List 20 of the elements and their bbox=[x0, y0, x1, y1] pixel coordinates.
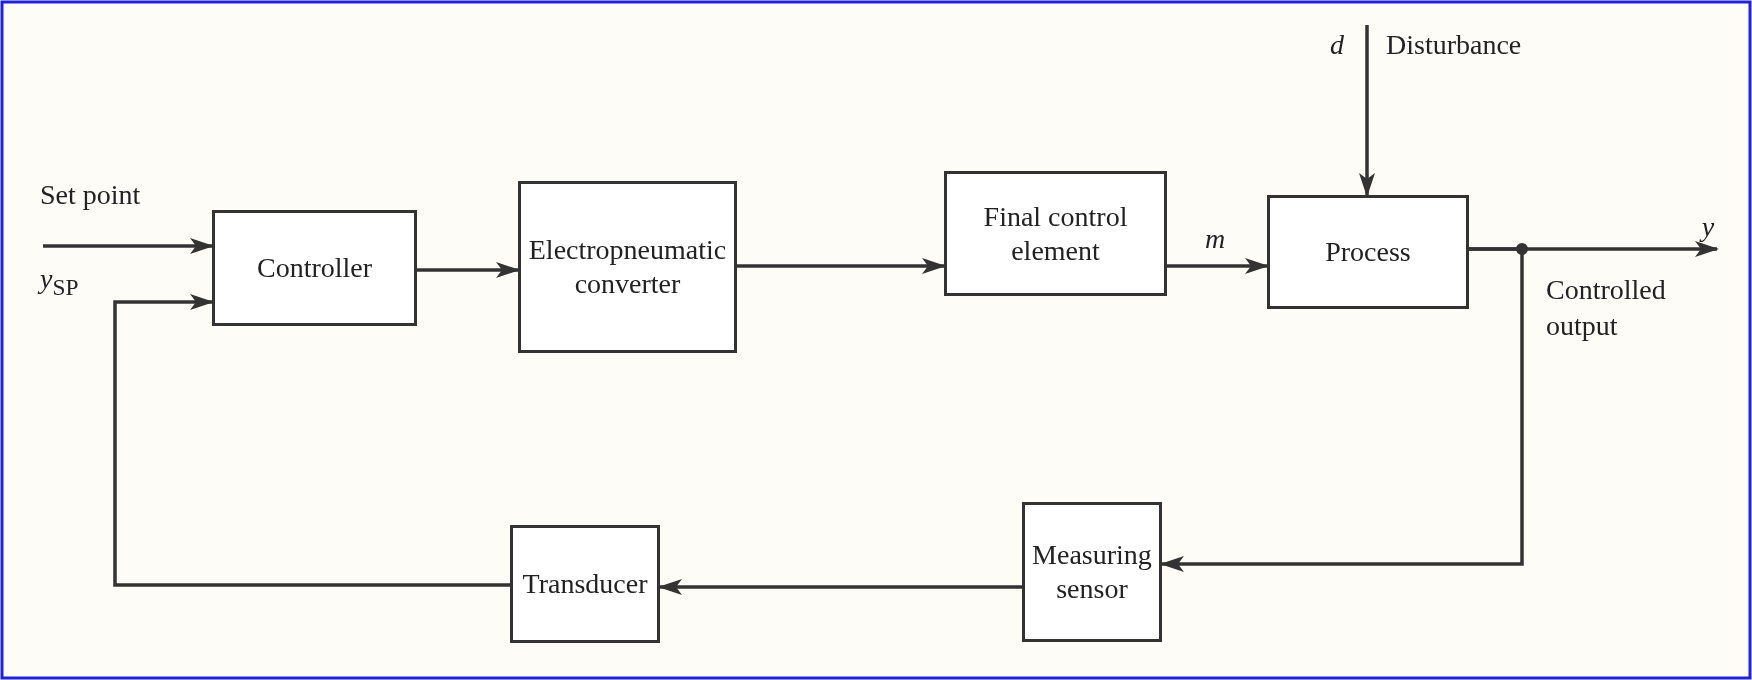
arrow bbox=[1160, 247, 1524, 572]
signal-label: Disturbance bbox=[1386, 28, 1522, 62]
process-box: Transducer bbox=[510, 525, 660, 643]
signal-label: Controlled output bbox=[1546, 273, 1667, 344]
arrow bbox=[43, 238, 214, 254]
signal-label: Set point bbox=[40, 178, 141, 212]
process-box: Final control element bbox=[944, 171, 1167, 296]
signal-label: d bbox=[1330, 28, 1344, 62]
process-box: Process bbox=[1267, 195, 1469, 309]
arrow bbox=[737, 258, 946, 274]
edge-label: m bbox=[1205, 222, 1226, 256]
signal-label: y bbox=[1694, 204, 1722, 249]
process-box: Electropneumatic converter bbox=[518, 181, 737, 353]
arrow bbox=[113, 294, 510, 587]
arrow bbox=[417, 262, 520, 278]
arrow bbox=[658, 579, 1022, 595]
process-box: Controller bbox=[212, 210, 417, 326]
arrow bbox=[1167, 258, 1269, 274]
process-box: Measuring sensor bbox=[1022, 502, 1162, 642]
arrow bbox=[1359, 25, 1375, 197]
